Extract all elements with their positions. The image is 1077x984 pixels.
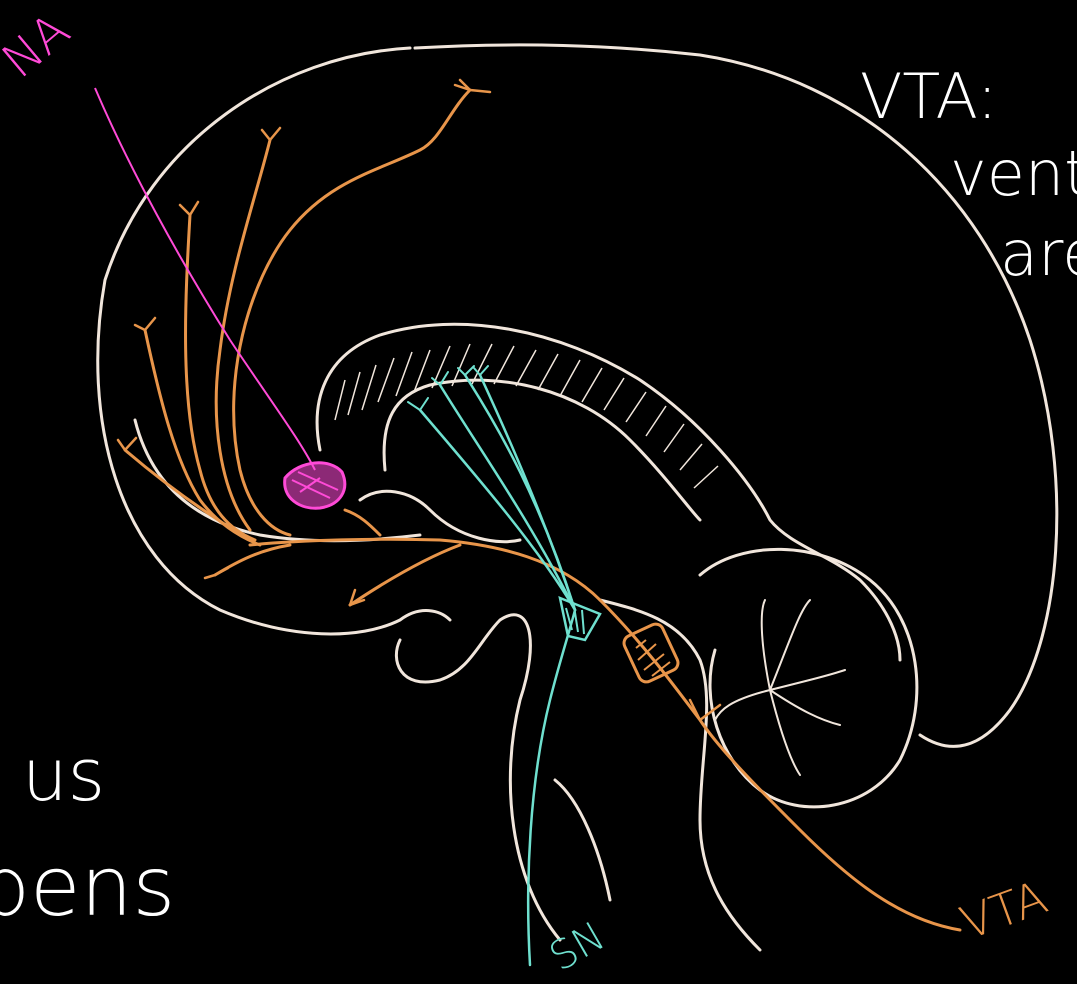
label-na-definition-2: bens [0, 840, 175, 935]
label-vta-definition-1: vent [950, 137, 1077, 210]
label-na-definition-1: us [22, 733, 105, 817]
na-nucleus [285, 463, 345, 508]
label-vta-heading: VTA: [860, 60, 998, 133]
label-vta-definition-2: are [1000, 217, 1077, 290]
